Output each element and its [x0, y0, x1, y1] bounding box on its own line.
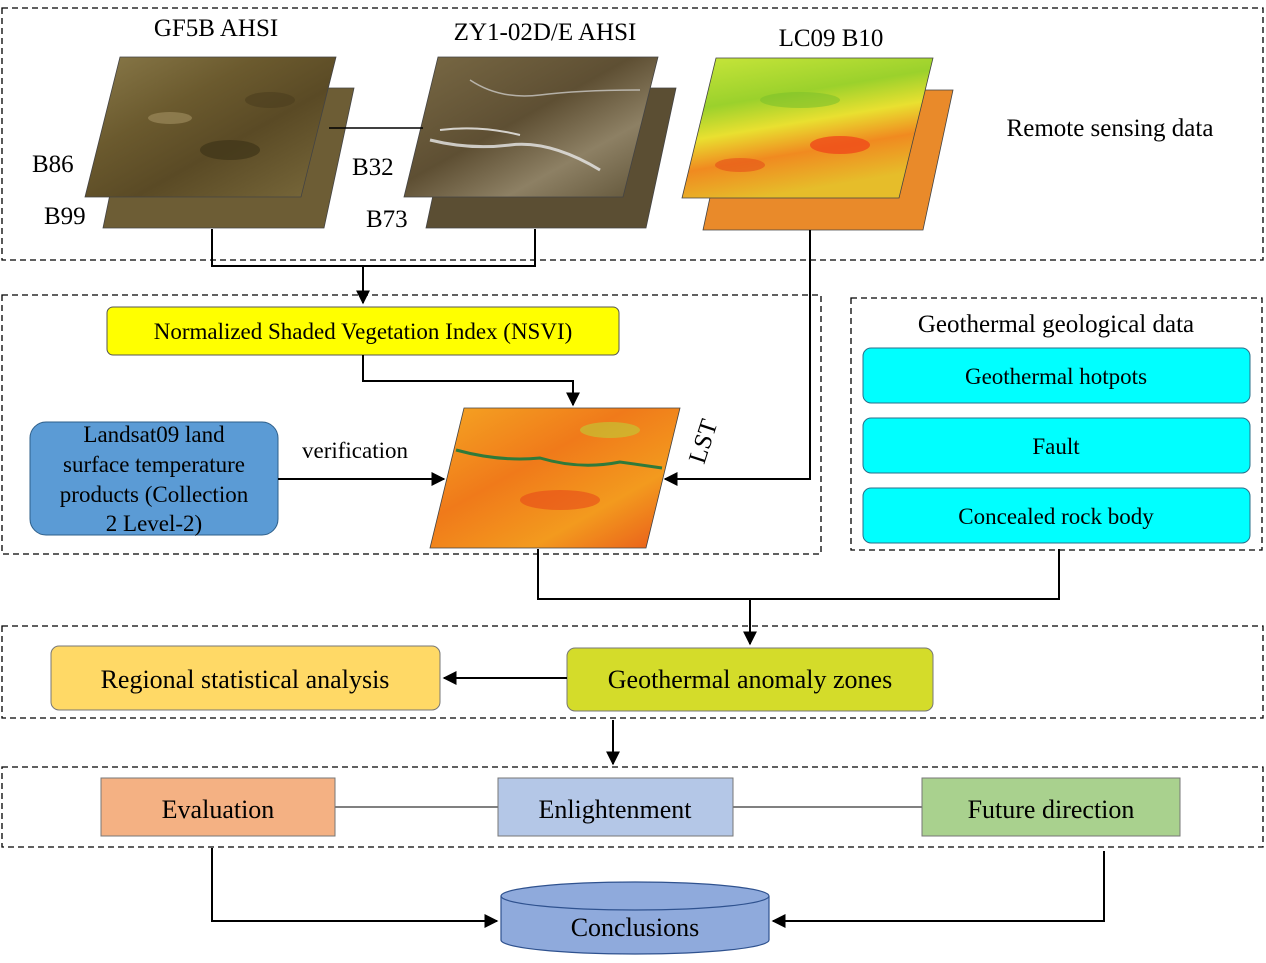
conclusions-cylinder	[500, 881, 770, 955]
evaluation-to-conclusions-arrow	[211, 848, 499, 928]
lst-image	[429, 407, 681, 549]
lc09-title: LC09 B10	[779, 25, 884, 52]
zy1-band-top: B32	[352, 154, 394, 181]
imagery-to-nsvi-connector	[211, 229, 536, 305]
geothermal-geo-label: Geothermal geological data	[918, 311, 1194, 338]
lst-label: LST	[684, 416, 723, 467]
enlightenment-box	[497, 777, 734, 837]
group-frames	[1, 7, 1264, 848]
zy1-image-stack	[403, 56, 677, 229]
landsat-products-line-4: 2 Level-2)	[106, 511, 202, 536]
future-to-conclusions-arrow	[771, 851, 1105, 928]
gf5b-title: GF5B AHSI	[154, 15, 278, 42]
evaluation-box	[100, 777, 336, 837]
future-direction-label: Future direction	[968, 795, 1135, 824]
zy1-title: ZY1-02D/E AHSI	[454, 19, 637, 46]
anomaly-zones-label: Geothermal anomaly zones	[608, 665, 892, 694]
remote-sensing-group-frame	[1, 7, 1264, 261]
nsvi-to-lst-arrow	[362, 355, 580, 407]
merge-to-anomaly-connector	[537, 549, 1060, 646]
conclusions-label: Conclusions	[571, 913, 700, 942]
gf5b-band-bottom: B99	[44, 203, 86, 230]
verification-label: verification	[302, 438, 409, 463]
lc09-image-stack	[681, 57, 954, 231]
regional-analysis-label: Regional statistical analysis	[101, 665, 390, 694]
concealed-rock-box	[862, 487, 1251, 544]
fault-label: Fault	[1032, 434, 1080, 459]
outcomes-group-frame	[1, 766, 1264, 848]
nsvi-label: Normalized Shaded Vegetation Index (NSVI…	[154, 319, 573, 344]
gf5b-band-top: B86	[32, 151, 74, 178]
geothermal-geo-group-frame	[850, 297, 1263, 551]
zy1-band-bottom: B73	[366, 206, 408, 233]
anomaly-zones-box	[566, 647, 934, 712]
future-direction-box	[921, 777, 1181, 837]
evaluation-label: Evaluation	[162, 795, 275, 824]
geo-hotspots-label: Geothermal hotpots	[965, 364, 1147, 389]
enlightenment-label: Enlightenment	[538, 795, 692, 824]
landsat-products-line-2: surface temperature	[63, 452, 245, 477]
landsat-products-line-1: Landsat09 land	[83, 422, 225, 447]
regional-analysis-box	[50, 645, 441, 711]
lc09-front-layer	[681, 57, 934, 199]
gf5b-front-layer	[84, 56, 337, 198]
fault-box	[862, 417, 1251, 474]
landsat-products-line-3: products (Collection	[60, 482, 249, 507]
gf5b-image-stack	[84, 56, 355, 229]
zy1-front-layer	[403, 56, 659, 198]
concealed-rock-label: Concealed rock body	[958, 504, 1154, 529]
remote-sensing-label: Remote sensing data	[1007, 115, 1214, 142]
lc09-to-lst-arrow	[663, 230, 811, 486]
analysis-group-frame	[1, 625, 1264, 719]
geo-hotspots-box	[862, 347, 1251, 404]
